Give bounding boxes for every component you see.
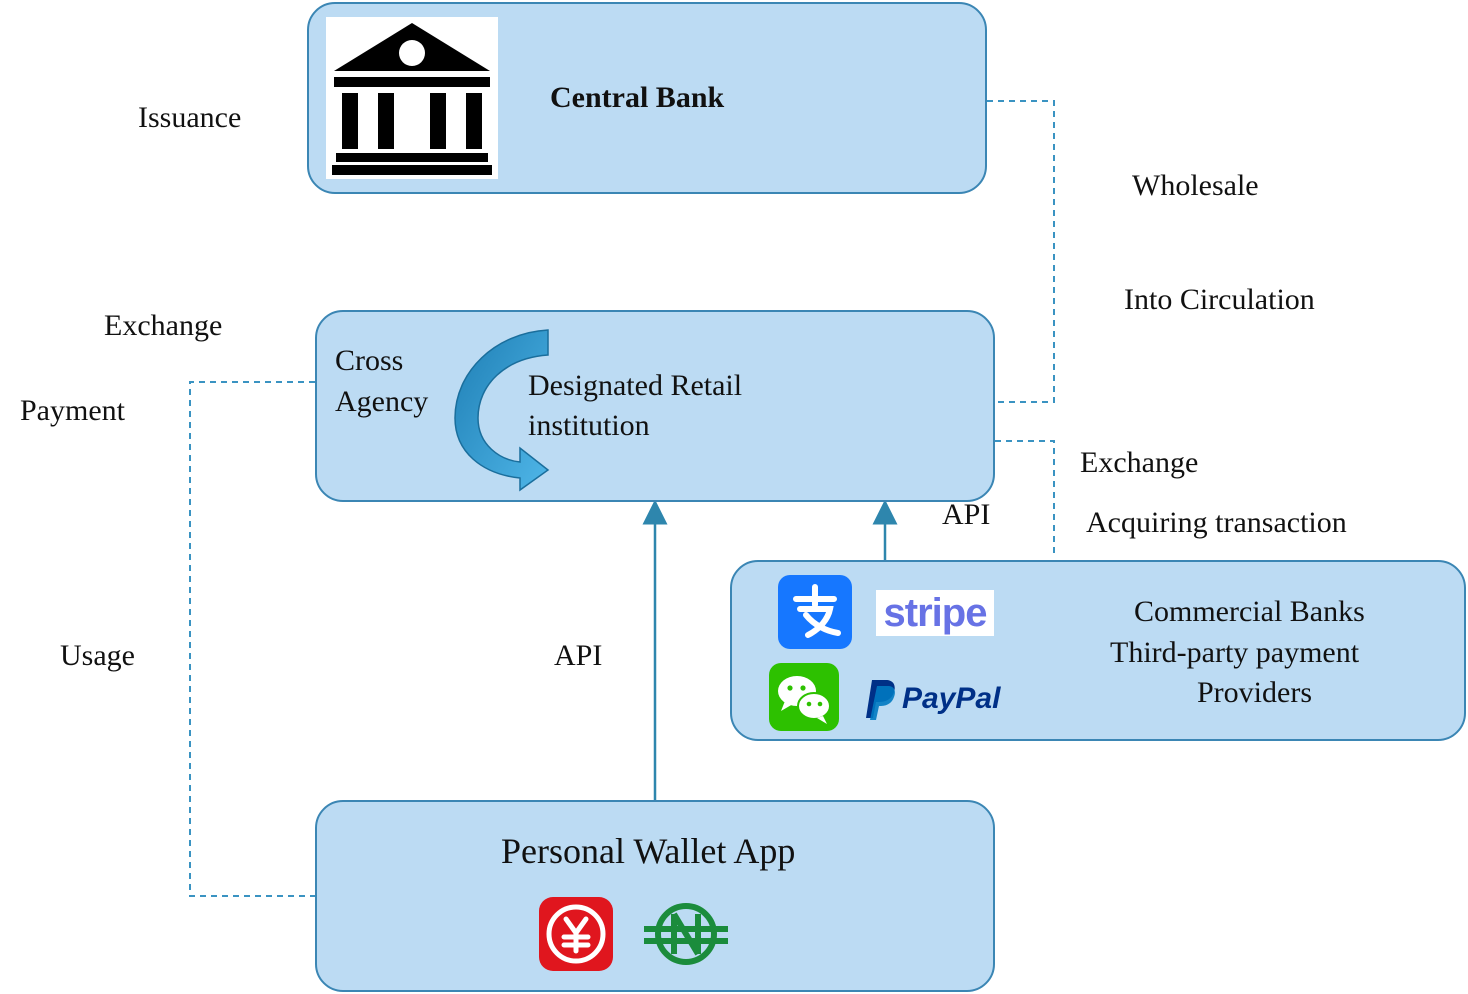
enaira-icon bbox=[640, 896, 732, 972]
usage-label: Usage bbox=[60, 639, 135, 672]
exchange-connector bbox=[995, 440, 1055, 557]
payment-label: Payment bbox=[20, 394, 125, 427]
personal-wallet-title: Personal Wallet App bbox=[501, 831, 796, 871]
providers-box bbox=[730, 560, 1466, 741]
providers-label-line2: Third-party payment bbox=[1110, 636, 1360, 669]
designated-retail-box bbox=[315, 310, 995, 502]
providers-label-line3: Providers bbox=[1197, 676, 1312, 709]
exchange-left-label: Exchange bbox=[104, 309, 223, 342]
alipay-icon bbox=[778, 575, 852, 649]
retail-title-line2: institution bbox=[528, 409, 650, 442]
cross-agency-label-line1: Cross bbox=[335, 344, 404, 377]
wholesale-label: Wholesale bbox=[1132, 169, 1259, 202]
wholesale-connector bbox=[987, 100, 1055, 403]
paypal-text: PayPal bbox=[902, 682, 1001, 715]
stripe-logo: stripe bbox=[876, 590, 994, 636]
api-label-providers: API bbox=[942, 498, 991, 531]
into-circulation-label: Into Circulation bbox=[1124, 283, 1315, 316]
acquiring-transaction-label: Acquiring transaction bbox=[1086, 506, 1347, 539]
personal-wallet-box bbox=[315, 800, 995, 992]
exchange-right-label: Exchange bbox=[1080, 446, 1199, 479]
retail-title-line1: Designated Retail bbox=[528, 369, 743, 402]
wechat-icon bbox=[769, 663, 839, 731]
central-bank-label: Central Bank bbox=[550, 81, 725, 114]
providers-label-line1: Commercial Banks bbox=[1134, 595, 1365, 628]
cross-agency-label-line2: Agency bbox=[335, 385, 429, 418]
api-label-wallet: API bbox=[554, 639, 603, 672]
issuance-label: Issuance bbox=[138, 101, 242, 134]
digital-yuan-icon bbox=[539, 897, 613, 971]
bank-building-icon bbox=[326, 17, 498, 179]
paypal-logo: PayPal bbox=[866, 676, 1002, 722]
stripe-text: stripe bbox=[883, 591, 988, 635]
